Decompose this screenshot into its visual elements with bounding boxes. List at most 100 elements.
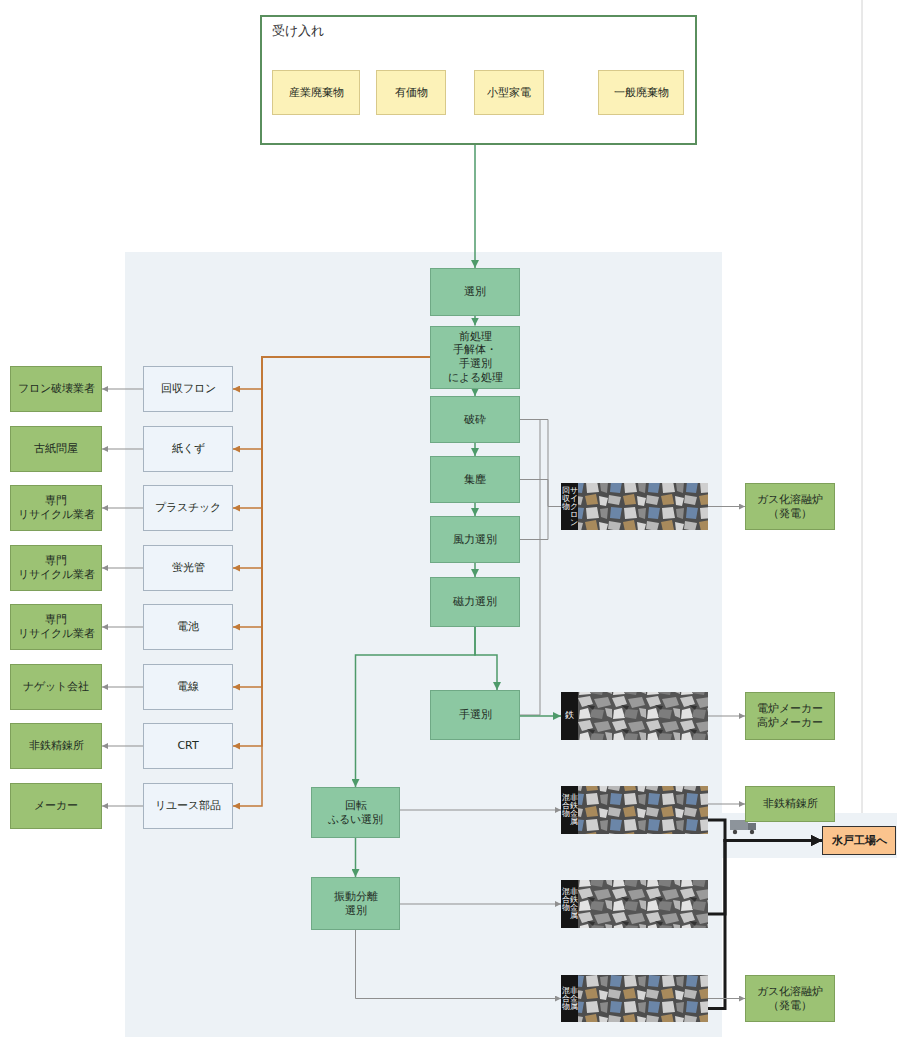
box-label: 磁力選別 — [453, 595, 497, 609]
flow-line — [233, 357, 430, 806]
strip-tab: 鉄 — [561, 692, 578, 740]
flow-line — [400, 810, 561, 811]
flow-line — [474, 316, 476, 326]
strip-label: サイクロン 回収物 — [562, 487, 578, 527]
box-label: 前処理 手解体・手選別 による処理 — [448, 330, 503, 385]
destination-box: 専門 リサイクル業者 — [10, 545, 102, 591]
flow-line — [474, 443, 476, 456]
destination-box: 古紙問屋 — [10, 426, 102, 472]
box-label: 選別 — [464, 285, 486, 299]
box-label: 振動分離 選別 — [334, 890, 378, 918]
process-panel — [125, 252, 722, 1037]
material-box: 蛍光管 — [143, 545, 233, 591]
material-box: 電池 — [143, 604, 233, 650]
scrap-photo — [578, 483, 708, 530]
flow-line — [708, 998, 745, 999]
output-strip: サイクロン 回収物 — [561, 483, 708, 530]
strip-label: 非鉄金属 混合物 — [562, 888, 578, 920]
material-box: 紙くず — [143, 426, 233, 472]
input-box: 産業廃棄物 — [272, 70, 360, 115]
scrap-photo — [578, 975, 708, 1022]
output-strip: 非鉄金属 混合物 — [561, 786, 708, 834]
process-box: 集塵 — [430, 456, 520, 503]
box-label: 風力選別 — [453, 533, 497, 547]
flow-line — [102, 627, 143, 628]
flow-line — [474, 145, 476, 268]
material-box: 回収フロン — [143, 366, 233, 412]
box-label: 有価物 — [395, 86, 428, 100]
flow-line — [102, 687, 143, 688]
flow-line — [102, 568, 143, 569]
flow-line — [520, 420, 540, 716]
output-strip: 鉄 — [561, 692, 708, 740]
box-label: 手選別 — [459, 708, 492, 722]
box-label: 産業廃棄物 — [289, 86, 344, 100]
box-label: 蛍光管 — [172, 561, 205, 575]
flow-line — [102, 806, 143, 807]
box-label: 水戸工場へ — [832, 834, 887, 848]
flow-line — [708, 506, 745, 507]
destination-box: ガス化溶融炉 （発電） — [745, 975, 835, 1022]
box-label: 専門 リサイクル業者 — [18, 494, 95, 522]
process-box: 手選別 — [430, 690, 520, 740]
flow-line — [102, 508, 143, 509]
material-box: 電線 — [143, 664, 233, 710]
destination-box: 専門 リサイクル業者 — [10, 485, 102, 531]
strip-tab: サイクロン 回収物 — [561, 483, 578, 530]
material-box: リユース部品 — [143, 783, 233, 829]
strip-tab: 非金属 混合物 — [561, 975, 578, 1022]
destination-box: ガス化溶融炉 （発電） — [745, 483, 835, 530]
box-label: 破砕 — [464, 413, 486, 427]
destination-box: フロン破壊業者 — [10, 366, 102, 412]
box-label: 古紙問屋 — [34, 442, 78, 456]
destination-box: メーカー — [10, 783, 102, 829]
flow-line — [474, 563, 476, 577]
box-label: 非鉄精錬所 — [763, 797, 818, 811]
destination-box: ナゲット会社 — [10, 664, 102, 710]
intake-group: 受け入れ産業廃棄物 有価物 小型家電 一般廃棄物 — [260, 15, 697, 145]
flow-line — [520, 715, 561, 717]
flow-line — [102, 389, 143, 390]
box-label: ガス化溶融炉 （発電） — [757, 985, 823, 1013]
truck-icon — [730, 820, 756, 834]
destination-box: 電炉メーカー 高炉メーカー — [745, 692, 835, 740]
box-label: 電線 — [177, 680, 199, 694]
input-box: 小型家電 — [474, 70, 544, 115]
box-label: 回転 ふるい選別 — [328, 799, 383, 827]
flow-line — [475, 627, 497, 690]
box-label: プラスチック — [155, 501, 221, 515]
flow-line — [355, 838, 357, 877]
strip-label: 鉄 — [565, 711, 574, 721]
box-label: 専門 リサイクル業者 — [18, 554, 95, 582]
box-label: 専門 リサイクル業者 — [18, 613, 95, 641]
flow-line — [400, 904, 561, 905]
flow-line — [708, 820, 822, 841]
material-box: プラスチック — [143, 485, 233, 531]
strip-label: 非鉄金属 混合物 — [562, 794, 578, 826]
destination-box: 専門 リサイクル業者 — [10, 604, 102, 650]
column-divider — [862, 0, 863, 813]
scrap-photo — [578, 880, 708, 928]
process-box: 磁力選別 — [430, 577, 520, 627]
box-label: 回収フロン — [161, 382, 216, 396]
factory-box: 水戸工場へ — [822, 826, 896, 855]
flow-line — [356, 930, 562, 999]
box-label: 紙くず — [172, 442, 205, 456]
strip-label: 非金属 混合物 — [562, 987, 578, 1011]
flow-line — [708, 804, 745, 805]
input-box: 一般廃棄物 — [598, 70, 684, 115]
process-box: 振動分離 選別 — [311, 877, 400, 930]
box-label: 一般廃棄物 — [614, 86, 669, 100]
group-title: 受け入れ — [272, 23, 324, 39]
output-strip: 非金属 混合物 — [561, 975, 708, 1022]
scrap-photo — [578, 692, 708, 740]
box-label: 小型家電 — [487, 86, 531, 100]
process-box: 回転 ふるい選別 — [311, 787, 400, 838]
box-label: 電炉メーカー 高炉メーカー — [757, 702, 823, 730]
output-strip: 非鉄金属 混合物 — [561, 880, 708, 928]
destination-box: 非鉄精錬所 — [745, 786, 835, 822]
box-label: 非鉄精錬所 — [29, 739, 84, 753]
flow-line — [102, 746, 143, 747]
process-box: 選別 — [430, 268, 520, 316]
flow-line — [474, 389, 476, 397]
